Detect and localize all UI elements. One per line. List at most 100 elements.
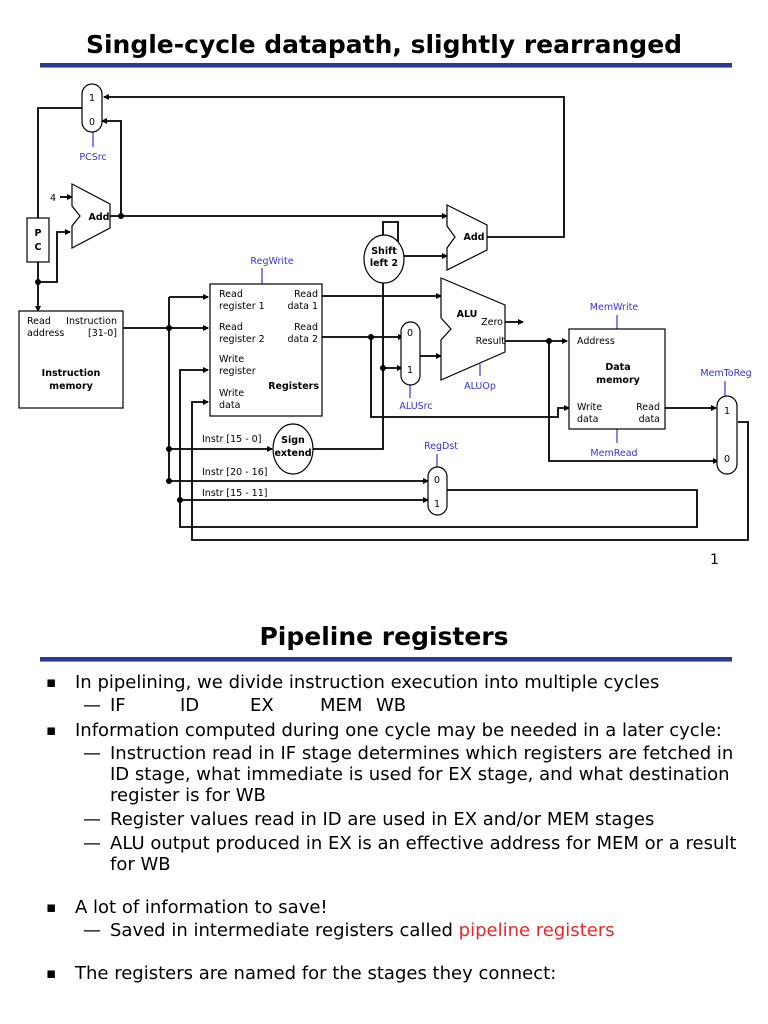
- reg-read-register-1b: register 1: [219, 301, 265, 312]
- sub-list: Saved in intermediate registers called p…: [75, 920, 746, 941]
- reg-write-data-a: Write: [219, 388, 244, 399]
- aluop-label: ALUOp: [464, 381, 496, 392]
- branch-adder: [446, 204, 488, 271]
- reg-write-register-b: register: [219, 366, 256, 377]
- stage-mem: MEM: [320, 695, 363, 716]
- sign-extend: [272, 423, 314, 475]
- control-lines: [92, 132, 726, 467]
- regdst-label: RegDst: [424, 441, 458, 452]
- regdst-in1: 1: [434, 499, 440, 510]
- bullet-text: The registers are named for the stages t…: [75, 963, 557, 984]
- wire-pcplus4-to-mux: [101, 118, 122, 216]
- wire-sign-ext-to-mux: [313, 365, 403, 450]
- bullet-text: A lot of information to save!: [75, 897, 328, 918]
- sub-item: Instruction read in IF stage determines …: [75, 743, 746, 806]
- alu-zero: Zero: [481, 317, 503, 328]
- bullet-item: In pipelining, we divide instruction exe…: [46, 672, 746, 716]
- reg-write-data-b: data: [219, 400, 240, 411]
- bullet-item: A lot of information to save! Saved in i…: [46, 897, 746, 941]
- instruction-memory: [18, 310, 124, 409]
- wire-branch-target: [103, 94, 565, 238]
- pcsrc-mux: [81, 83, 103, 133]
- sub-item: Saved in intermediate registers called p…: [75, 920, 746, 941]
- slide-title: Single-cycle datapath, slightly rearrang…: [85, 30, 683, 59]
- reg-read-register-1a: Read: [219, 289, 243, 300]
- wires: [35, 94, 749, 541]
- reg-write-register-a: Write: [219, 354, 244, 365]
- sub-item-prefix: Saved in intermediate registers called: [110, 920, 459, 941]
- memtoreg-in0: 0: [724, 454, 730, 465]
- wire-result-bypass: [548, 341, 719, 464]
- bullet-item: The registers are named for the stages t…: [46, 963, 746, 984]
- sub-list: IF ID EX MEM WB: [75, 695, 746, 716]
- stage-id: ID: [180, 695, 200, 716]
- imem-title-1: Instruction: [42, 368, 101, 379]
- slide2-title: Pipeline registers: [259, 622, 509, 651]
- pc-label-p: P: [35, 228, 42, 239]
- wire-pcmux-to-pc: [37, 107, 82, 218]
- wire-write-data: [191, 399, 749, 541]
- regwrite-label: RegWrite: [250, 256, 293, 267]
- datapath-diagram: 1 0 PCSrc Add 4 P C Read address Instruc…: [18, 83, 752, 541]
- bullet-text: Information computed during one cycle ma…: [75, 720, 722, 741]
- pipeline-registers-highlight: pipeline registers: [458, 920, 615, 941]
- stage-ex: EX: [250, 695, 274, 716]
- sub-list: Instruction read in IF stage determines …: [75, 743, 746, 875]
- bullet-item: Information computed during one cycle ma…: [46, 720, 746, 875]
- reg-read-data-1b: data 1: [288, 301, 318, 312]
- reg-read-data-1a: Read: [294, 289, 318, 300]
- sub-item: Register values read in ID are used in E…: [75, 809, 746, 830]
- sub-item: ALU output produced in EX is an effectiv…: [75, 833, 746, 875]
- pc-register: [26, 217, 50, 263]
- title-rule: [40, 63, 732, 68]
- regdst-mux: [427, 466, 448, 516]
- pcsrc-mux-in1: 1: [89, 93, 95, 104]
- dmem-title-1: Data: [605, 362, 630, 373]
- dmem-write-a: Write: [577, 402, 602, 413]
- dmem-write-b: data: [577, 414, 598, 425]
- pc-label-c: C: [35, 242, 42, 253]
- pcsrc-mux-in0: 0: [89, 117, 95, 128]
- reg-read-register-2a: Read: [219, 322, 243, 333]
- alusrc-mux: [400, 321, 421, 386]
- instr-15-0-label: Instr [15 - 0]: [202, 434, 261, 445]
- bullet-text: In pipelining, we divide instruction exe…: [75, 672, 660, 693]
- dmem-address: Address: [577, 336, 615, 347]
- imem-address: address: [27, 328, 64, 339]
- shift-label-2: left 2: [370, 258, 398, 269]
- imem-title-2: memory: [49, 381, 93, 392]
- branch-adder-label: Add: [464, 232, 485, 243]
- alu-result: Result: [476, 336, 506, 347]
- alusrc-in1: 1: [407, 365, 413, 376]
- memtoreg-mux: [716, 395, 738, 475]
- const-four: 4: [50, 193, 56, 204]
- imem-bits: [31-0]: [88, 328, 117, 339]
- reg-read-register-2b: register 2: [219, 334, 265, 345]
- wire-pc-to-add: [38, 229, 71, 283]
- slide2-title-rule: [40, 657, 732, 662]
- page-number: 1: [710, 552, 719, 568]
- dmem-read-a: Read: [636, 402, 660, 413]
- reg-read-data-2a: Read: [294, 322, 318, 333]
- memwrite-label: MemWrite: [590, 302, 639, 313]
- pc-adder-label: Add: [89, 212, 110, 223]
- instr-15-11-label: Instr [15 - 11]: [202, 488, 267, 499]
- shift-left-2: [363, 234, 405, 284]
- wire-to-write-data: [370, 337, 570, 418]
- registers-title: Registers: [268, 381, 319, 392]
- stage-list: IF ID EX MEM WB: [75, 695, 746, 716]
- stage-wb: WB: [376, 695, 407, 716]
- stage-if: IF: [110, 695, 126, 716]
- alu: [440, 277, 506, 381]
- wire-write-register: [179, 367, 698, 528]
- wire-shift-to-add2: [382, 221, 448, 259]
- dmem-read-b: data: [639, 414, 660, 425]
- junctions: [35, 213, 552, 503]
- memread-label: MemRead: [590, 448, 637, 459]
- alusrc-label: ALUSrc: [399, 401, 432, 412]
- register-file: [209, 283, 323, 417]
- alu-label: ALU: [457, 309, 478, 320]
- memtoreg-label: MemToReg: [700, 368, 751, 379]
- dmem-title-2: memory: [596, 375, 640, 386]
- reg-read-data-2b: data 2: [288, 334, 318, 345]
